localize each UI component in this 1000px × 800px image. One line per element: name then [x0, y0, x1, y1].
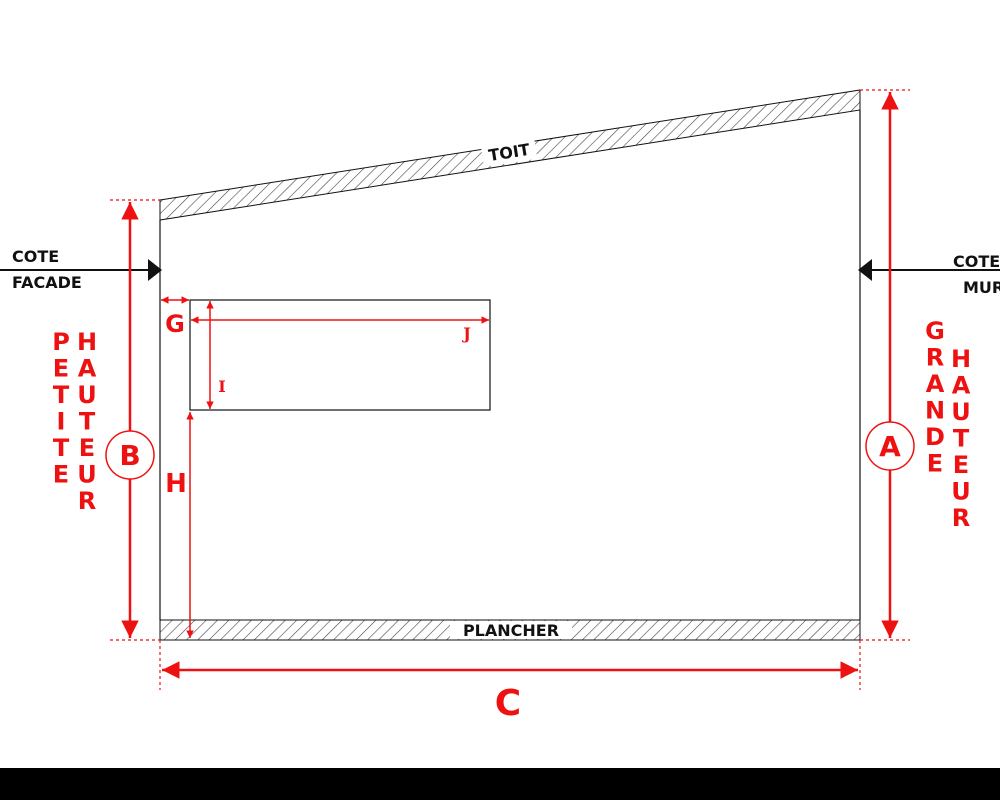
- vertical-letter: R: [952, 504, 970, 532]
- dim-g-label: G: [165, 310, 185, 338]
- dim-h-label: H: [165, 469, 187, 499]
- vertical-letter: T: [53, 434, 70, 462]
- vertical-letter: E: [53, 461, 69, 489]
- vertical-letter: R: [926, 344, 944, 372]
- dim-i-label: I: [218, 377, 225, 396]
- vertical-letter: A: [952, 372, 971, 400]
- vertical-letter: E: [53, 355, 69, 383]
- vertical-letter: U: [77, 461, 97, 489]
- dim-a-circle: [865, 421, 915, 471]
- vertical-letter: U: [77, 381, 97, 409]
- vertical-letter: H: [77, 328, 97, 356]
- roof: TOIT: [159, 89, 861, 221]
- vertical-letter: T: [953, 425, 970, 453]
- dimension-c: C: [159, 640, 861, 724]
- side-left-label-line2: FACADE: [12, 273, 82, 292]
- dimension-i: I: [206, 301, 226, 409]
- bottom-bar: [0, 768, 1000, 800]
- vertical-letter: A: [78, 355, 97, 383]
- vertical-letter: R: [78, 487, 96, 515]
- vertical-letter: T: [53, 381, 70, 409]
- vertical-letter: E: [927, 450, 943, 478]
- vertical-letter: A: [926, 370, 945, 398]
- vertical-letter: I: [57, 408, 66, 436]
- side-left-label-line1: COTE: [12, 247, 59, 266]
- dimension-a: A: [860, 89, 915, 641]
- floor-label: PLANCHER: [463, 621, 559, 640]
- arrow-right-icon: [148, 259, 162, 281]
- vertical-letter: N: [925, 397, 945, 425]
- window-opening: [189, 299, 491, 411]
- dimension-b: B: [105, 199, 160, 641]
- dim-c-label: C: [495, 683, 521, 724]
- vertical-letter: T: [79, 408, 96, 436]
- side-wall-pointer: COTE MUR: [858, 252, 1000, 297]
- vertical-letter: U: [951, 478, 971, 506]
- vertical-letter: U: [951, 398, 971, 426]
- dim-j-label: J: [461, 324, 471, 343]
- vertical-letter: D: [925, 423, 945, 451]
- vertical-letter: E: [79, 434, 95, 462]
- vertical-letter: H: [951, 345, 971, 373]
- dim-b-circle: [105, 430, 155, 480]
- dim-a-label: A: [879, 430, 901, 463]
- vertical-letter: E: [953, 451, 969, 479]
- vertical-letter: G: [925, 317, 945, 345]
- dim-b-label: B: [119, 439, 140, 472]
- dimension-g: G: [161, 296, 189, 338]
- side-facade-pointer: COTE FACADE: [0, 247, 162, 292]
- arrow-left-icon: [858, 259, 872, 281]
- dimension-h: H: [165, 412, 194, 638]
- floor: PLANCHER: [159, 619, 861, 641]
- vertical-letter: P: [52, 328, 70, 356]
- side-right-label-line1: COTE: [953, 252, 1000, 271]
- dimension-j: J: [191, 316, 489, 343]
- side-right-label-line2: MUR: [963, 278, 1000, 297]
